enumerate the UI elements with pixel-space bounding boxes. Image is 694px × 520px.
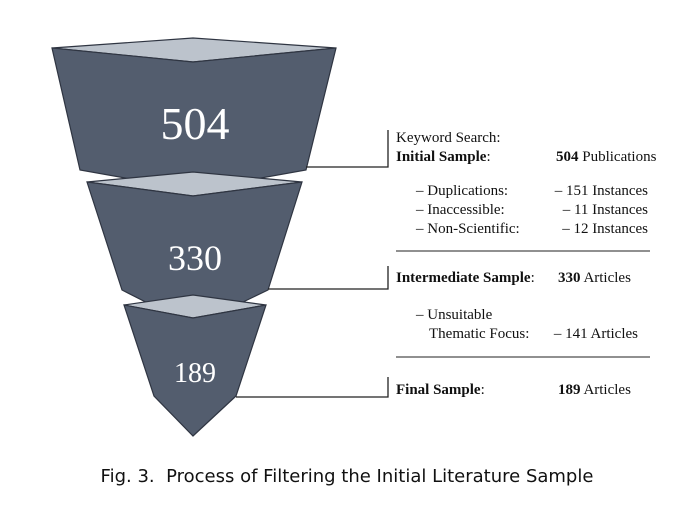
figure-caption: Fig. 3. Process of Filtering the Initial… bbox=[100, 466, 594, 487]
exclusion-duplications-label: – Duplications: bbox=[416, 183, 509, 199]
stage-2-value: 330 bbox=[168, 238, 222, 278]
intermediate-count-unit: Articles bbox=[583, 270, 631, 286]
initial-sample-name: Initial Sample bbox=[396, 149, 487, 165]
connector-intermediate bbox=[268, 266, 389, 290]
initial-sample-colon: : bbox=[486, 149, 491, 165]
final-sample-colon: : bbox=[480, 382, 485, 398]
stage-1-body bbox=[51, 47, 337, 191]
exclusion-unsuitable-line1: – Unsuitable bbox=[416, 307, 493, 323]
exclusion-inaccessible-value: – 11 Instances bbox=[562, 202, 648, 218]
exclusion-unsuitable-line2: Thematic Focus: bbox=[429, 326, 530, 342]
exclusion-inaccessible-label: – Inaccessible: bbox=[416, 202, 505, 218]
exclusion-duplications-value: – 151 Instances bbox=[554, 183, 648, 199]
final-sample-count: 189 Articles bbox=[558, 381, 631, 399]
intermediate-sample-label: Intermediate Sample: bbox=[396, 269, 535, 287]
connector-initial bbox=[306, 130, 389, 168]
exclusion-nonscientific-value: – 12 Instances bbox=[562, 221, 648, 237]
final-sample-label: Final Sample: bbox=[396, 381, 485, 399]
stage-3-body bbox=[123, 304, 267, 437]
initial-sample-count: 504 Publications bbox=[556, 148, 656, 166]
exclusion-nonscientific-label: – Non-Scientific: bbox=[416, 221, 520, 237]
intermediate-sample-colon: : bbox=[530, 270, 535, 286]
stage-3-value: 189 bbox=[174, 358, 216, 389]
exclusion-unsuitable-value: – 141 Articles bbox=[553, 326, 638, 342]
intermediate-sample-name: Intermediate Sample bbox=[396, 270, 531, 286]
initial-sample-label: Initial Sample: bbox=[396, 148, 491, 166]
keyword-search-label: Keyword Search: bbox=[396, 130, 501, 146]
initial-count-unit: Publications bbox=[582, 149, 657, 165]
intermediate-count-value: 330 bbox=[558, 270, 581, 286]
final-count-value: 189 bbox=[558, 382, 581, 398]
stage-2-body bbox=[86, 181, 303, 327]
final-sample-name: Final Sample bbox=[396, 382, 481, 398]
connector-final bbox=[236, 377, 389, 398]
final-count-unit: Articles bbox=[583, 382, 631, 398]
initial-count-value: 504 bbox=[556, 149, 579, 165]
intermediate-sample-count: 330 Articles bbox=[558, 269, 631, 287]
stage-1-value: 504 bbox=[161, 98, 230, 149]
